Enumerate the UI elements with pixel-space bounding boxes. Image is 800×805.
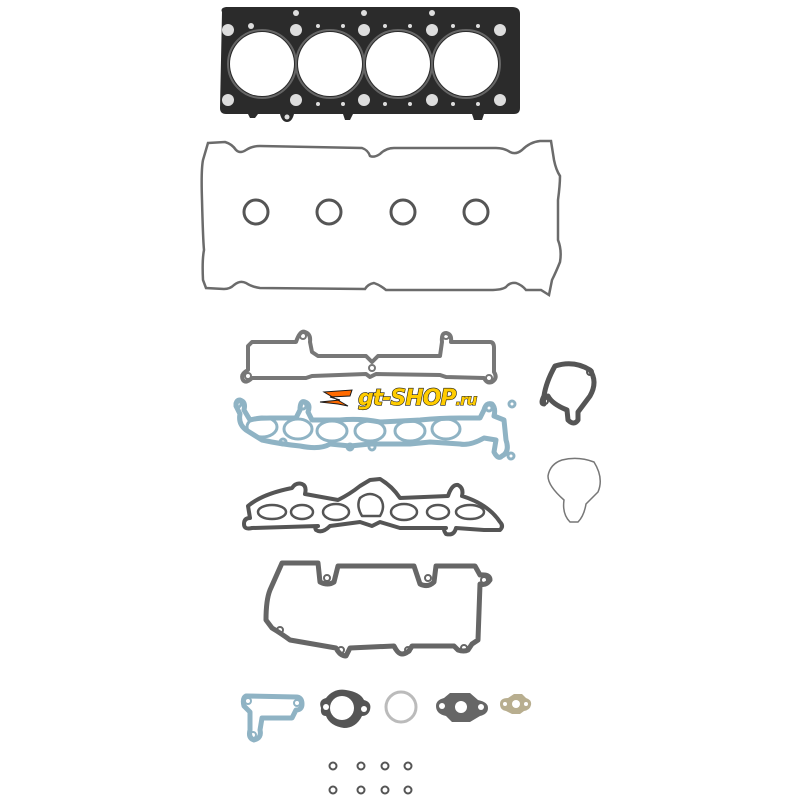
- intake-plenum-gasket: [240, 329, 498, 385]
- spark-plug-seals: [242, 198, 490, 226]
- watermark-logo: gt-SHOP.ru: [322, 384, 502, 414]
- cover-gasket: [263, 560, 493, 659]
- thermostat-seal: [547, 457, 601, 523]
- valve-stem-seals: [328, 761, 413, 795]
- intake-manifold-gasket: [233, 397, 517, 461]
- valve-cover-gasket: [200, 139, 562, 298]
- watermark-suffix-text: .ru: [455, 391, 478, 410]
- thermostat-housing-gasket: [539, 361, 597, 426]
- head-gasket: [220, 7, 520, 122]
- small-flange-gasket: [500, 694, 532, 714]
- watermark-text: gt-SHOP.ru: [357, 384, 478, 415]
- o-ring: [384, 690, 418, 724]
- water-outlet-gasket: [240, 693, 305, 743]
- round-flange-gasket: [320, 689, 371, 728]
- watermark-main-text: gt-SHOP: [357, 385, 457, 411]
- watermark-streak: [319, 389, 353, 407]
- exhaust-manifold-gasket: [242, 477, 504, 537]
- egr-gasket: [436, 693, 488, 722]
